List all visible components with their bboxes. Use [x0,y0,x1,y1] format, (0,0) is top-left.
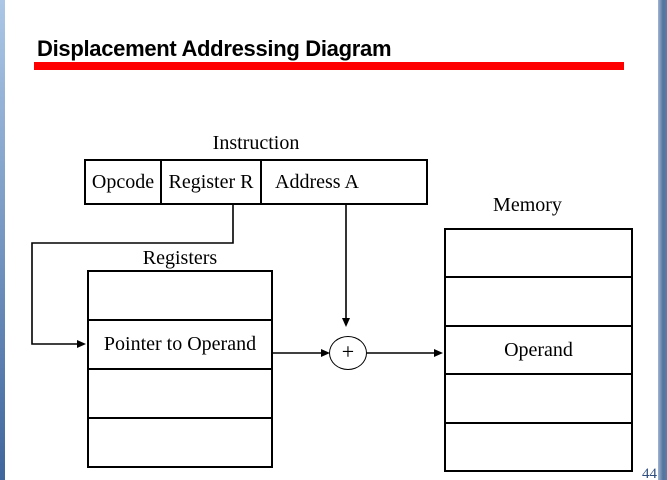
memory-row [446,230,631,276]
plus-sign: + [341,339,355,364]
left-border-bar [0,0,5,480]
instruction-label: Instruction [212,132,300,154]
instruction-field-address-a: Address A [260,161,426,203]
instruction-box: Opcode Register R Address A [84,159,428,205]
register-row [89,368,271,417]
memory-label: Memory [493,194,562,216]
instruction-field-opcode: Opcode [91,170,155,193]
arrowhead-into-registers [77,340,86,348]
page-number: 44 [642,466,657,480]
arrowhead-to-adder [342,318,350,327]
adder-circle: + [329,336,367,370]
title-underline [34,62,624,70]
arrowhead-into-memory [434,349,443,357]
slide-title: Displacement Addressing Diagram [37,36,392,61]
register-row [89,272,271,319]
registers-box: Pointer to Operand [87,270,273,468]
memory-row [446,373,631,421]
register-row [89,417,271,466]
registers-label: Registers [142,247,218,269]
instruction-field-register-r: Register R [160,161,260,203]
memory-row-operand: Operand [446,324,631,373]
memory-row [446,421,631,470]
register-row-pointer-to-operand: Pointer to Operand [89,319,271,368]
memory-row [446,276,631,324]
right-border-bar [658,0,667,480]
memory-box: Operand [444,228,633,472]
